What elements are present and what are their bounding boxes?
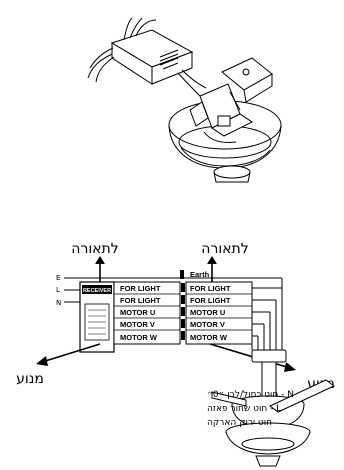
terminal-4-left: MOTOR V [120,320,155,329]
arrow-left-motor-line [41,343,101,363]
wiring-diagram: לתאורה לתאורה E L N Earth RECEIVER [16,241,335,392]
receiver-module-drawing [87,17,207,97]
terminal-1-left: FOR LIGHT [120,284,161,293]
terminal-3-left: MOTOR U [120,308,155,317]
install-illustration-top [87,17,282,183]
line-e-label: E [56,274,60,282]
terminal-2-left: FOR LIGHT [120,296,161,305]
terminal-3-right: MOTOR U [190,308,225,317]
note-neutral: N - חוט כחול/לבן ״0״ [207,390,294,400]
mounting-bracket-drawing [168,57,282,183]
motor-label-left: מנוע [16,371,44,387]
ceiling-fan-drawing [211,349,335,467]
receiver-unit: RECEIVER [79,281,115,353]
terminal-block: FOR LIGHT FOR LIGHT MOTOR U MOTOR V MOTO… [113,281,253,345]
arrow-left-icon [36,356,48,366]
terminal-2-right: FOR LIGHT [190,296,231,305]
arrow-right-motor-line [209,343,291,369]
receiver-label: RECEIVER [83,288,111,294]
earth-terminal [180,270,184,279]
light-label-left: לתאורה [71,241,118,257]
earth-label: Earth [190,270,210,279]
note-ground: חוט ירוק הארקה [207,418,272,428]
arrow-up-icon [95,256,105,264]
note-phase: L - חוט שחור פאזה [207,404,281,414]
arrow-up-icon [207,256,217,264]
wire-color-notes: N - חוט כחול/לבן ״0״ L - חוט שחור פאזה ח… [207,390,294,428]
terminal-4-right: MOTOR V [190,320,225,329]
line-l-label: L [56,286,60,294]
terminal-1-right: FOR LIGHT [190,284,231,293]
terminal-5-left: MOTOR W [120,333,158,342]
arrow-right-icon [284,362,296,372]
terminal-5-right: MOTOR W [190,333,228,342]
light-label-right: לתאורה [201,241,248,257]
line-n-label: N [56,299,61,307]
